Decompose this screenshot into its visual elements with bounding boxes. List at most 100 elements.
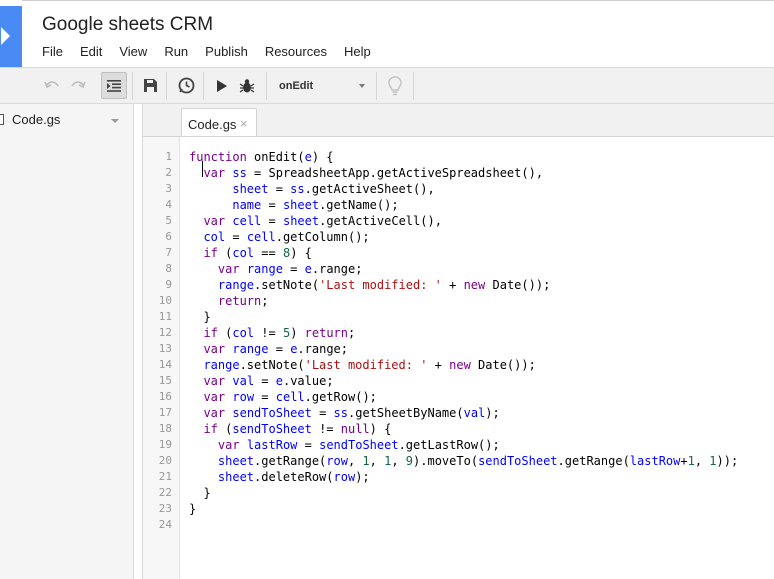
debug-button[interactable] xyxy=(234,72,260,99)
code-line[interactable]: var cell = sheet.getActiveCell(), xyxy=(203,214,442,228)
function-select[interactable]: onEdit xyxy=(271,74,371,98)
file-menu-caret-icon[interactable] xyxy=(111,119,119,123)
menu-bar: File Edit View Run Publish Resources Hel… xyxy=(42,43,388,61)
sidebar-file-label: Code.gs xyxy=(12,112,61,127)
save-icon xyxy=(143,79,157,92)
line-number: 7 xyxy=(165,246,172,259)
code-line[interactable]: sheet = ss.getActiveSheet(), xyxy=(232,182,435,196)
play-icon xyxy=(217,79,227,92)
lightbulb-button[interactable] xyxy=(382,72,408,99)
code-line[interactable]: sheet.deleteRow(row); xyxy=(217,470,370,484)
code-line[interactable]: name = sheet.getName(); xyxy=(232,198,399,212)
dropdown-caret-icon xyxy=(359,84,365,88)
line-number: 10 xyxy=(158,294,172,307)
code-line[interactable]: range.setNote('Last modified: ' + new Da… xyxy=(203,358,536,372)
line-number: 22 xyxy=(158,486,172,499)
code-line[interactable]: var range = e.range; xyxy=(217,262,363,276)
toolbar-divider xyxy=(132,72,133,100)
line-number: 16 xyxy=(158,390,172,403)
line-number: 17 xyxy=(158,406,172,419)
indent-icon xyxy=(107,79,121,92)
line-number: 8 xyxy=(165,262,172,275)
bug-icon xyxy=(239,78,255,93)
code-line[interactable]: var lastRow = sendToSheet.getLastRow(); xyxy=(217,438,500,452)
menu-file[interactable]: File xyxy=(42,44,63,59)
line-number: 21 xyxy=(158,470,172,483)
code-line[interactable]: sheet.getRange(row, 1, 1, 9).moveTo(send… xyxy=(217,454,739,468)
line-number: 15 xyxy=(158,374,172,387)
code-line[interactable]: } xyxy=(189,310,211,324)
toolbar-divider xyxy=(413,72,414,100)
code-line[interactable]: function onEdit(e) { xyxy=(189,150,334,164)
line-number: 20 xyxy=(158,454,172,467)
editor-tab-bar: Code.gs × xyxy=(143,104,774,137)
logo-arrow-icon xyxy=(1,27,10,45)
redo-button[interactable] xyxy=(65,72,91,99)
project-title[interactable]: Google sheets CRM xyxy=(42,14,214,35)
code-line[interactable]: range.setNote('Last modified: ' + new Da… xyxy=(217,278,551,292)
code-line[interactable]: } xyxy=(189,502,197,516)
code-line[interactable]: var val = e.value; xyxy=(203,374,334,388)
menu-publish[interactable]: Publish xyxy=(205,44,248,59)
line-number: 4 xyxy=(165,198,172,211)
header: Google sheets CRM File Edit View Run Pub… xyxy=(0,0,774,67)
line-number: 3 xyxy=(165,182,172,195)
redo-icon xyxy=(71,80,86,88)
file-icon xyxy=(0,114,4,125)
code-line[interactable]: } xyxy=(189,486,211,500)
indent-button[interactable] xyxy=(101,72,127,99)
line-number: 19 xyxy=(158,438,172,451)
tab-label: Code.gs xyxy=(188,117,237,132)
sidebar-spacer xyxy=(134,104,142,579)
code-line[interactable]: var sendToSheet = ss.getSheetByName(val)… xyxy=(203,406,500,420)
code-line[interactable]: var row = cell.getRow(); xyxy=(203,390,377,404)
save-button[interactable] xyxy=(137,72,163,99)
code-line[interactable]: col = cell.getColumn(); xyxy=(203,230,370,244)
toolbar-divider xyxy=(203,72,204,100)
line-number: 18 xyxy=(158,422,172,435)
line-number: 9 xyxy=(165,278,172,291)
clock-icon xyxy=(178,77,194,94)
menu-help[interactable]: Help xyxy=(343,44,371,59)
apps-script-logo[interactable] xyxy=(0,6,22,67)
code-line[interactable]: var ss = SpreadsheetApp.getActiveSpreads… xyxy=(203,166,544,180)
triggers-button[interactable] xyxy=(173,72,199,99)
close-icon[interactable]: × xyxy=(240,116,248,131)
toolbar: onEdit xyxy=(0,67,774,104)
line-number: 13 xyxy=(158,342,172,355)
file-sidebar: Code.gs xyxy=(0,104,134,579)
line-number: 11 xyxy=(158,310,172,323)
function-select-value: onEdit xyxy=(279,80,314,92)
code-line[interactable]: if (col != 5) return; xyxy=(203,326,356,340)
line-number: 5 xyxy=(165,214,172,227)
code-line[interactable]: if (col == 8) { xyxy=(203,246,312,260)
code-line[interactable]: if (sendToSheet != null) { xyxy=(203,422,392,436)
code-line[interactable]: var range = e.range; xyxy=(203,342,348,356)
menu-run[interactable]: Run xyxy=(164,44,189,59)
top-divider xyxy=(22,0,774,3)
line-number: 12 xyxy=(158,326,172,339)
menu-view[interactable]: View xyxy=(119,44,148,59)
line-number: 1 xyxy=(165,150,172,163)
tab-code-gs[interactable]: Code.gs × xyxy=(181,108,257,137)
sidebar-file-code-gs[interactable]: Code.gs xyxy=(0,108,133,132)
line-number: 14 xyxy=(158,358,172,371)
text-cursor xyxy=(202,161,203,177)
run-button[interactable] xyxy=(209,72,235,99)
menu-edit[interactable]: Edit xyxy=(79,44,103,59)
menu-resources[interactable]: Resources xyxy=(264,44,327,59)
code-line[interactable]: return; xyxy=(217,294,269,308)
undo-button[interactable] xyxy=(39,72,65,99)
line-number: 2 xyxy=(165,166,172,179)
toolbar-divider xyxy=(266,72,267,100)
line-number: 24 xyxy=(158,518,172,531)
lightbulb-icon xyxy=(388,75,402,95)
undo-icon xyxy=(44,80,59,88)
line-number: 6 xyxy=(165,230,172,243)
toolbar-divider xyxy=(376,72,377,100)
line-number: 23 xyxy=(158,502,172,515)
